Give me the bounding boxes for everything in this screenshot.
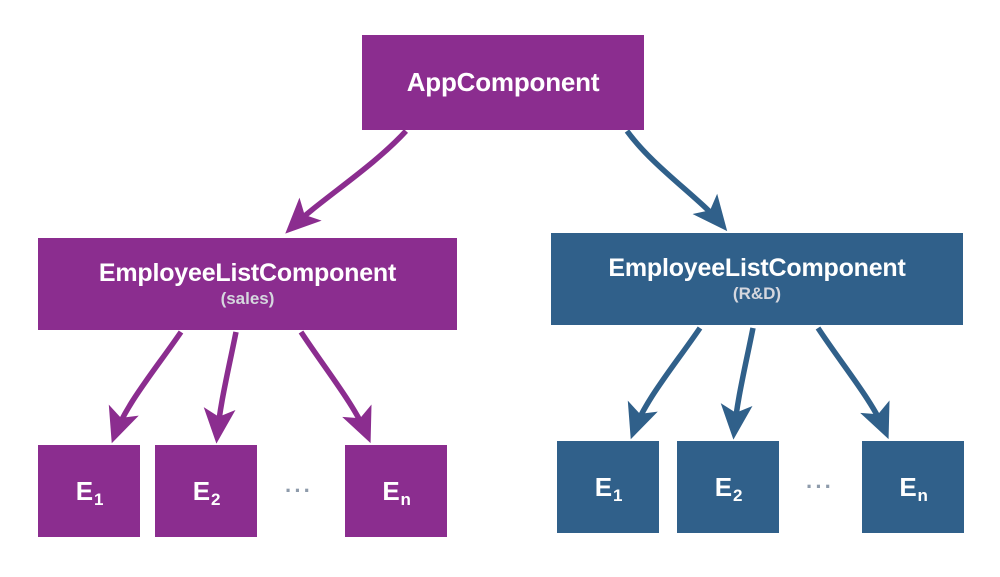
edge-sales-to-e2 bbox=[203, 331, 239, 444]
edge-sales-to-en bbox=[298, 330, 372, 444]
edge-sales-to-e1 bbox=[108, 330, 184, 444]
subscript: n bbox=[400, 489, 411, 509]
node-employee-list-rnd-label: EmployeeListComponent bbox=[608, 253, 906, 282]
subscript: 1 bbox=[612, 485, 623, 505]
subscript: 1 bbox=[93, 489, 104, 509]
edge-rnd-to-e1 bbox=[627, 326, 703, 440]
node-employee-list-rnd[interactable]: EmployeeListComponent (R&D) bbox=[551, 233, 963, 325]
subscript: 2 bbox=[732, 485, 743, 505]
ellipsis-rnd: ··· bbox=[806, 474, 834, 499]
node-app-component-label: AppComponent bbox=[406, 67, 600, 98]
subscript: n bbox=[917, 485, 928, 505]
node-employee-list-sales-label: EmployeeListComponent bbox=[98, 258, 397, 287]
edge-rnd-to-en bbox=[815, 326, 890, 440]
node-app-component[interactable]: AppComponent bbox=[362, 35, 644, 130]
edge-root-to-sales bbox=[285, 129, 409, 234]
subscript: 2 bbox=[210, 489, 221, 509]
ellipsis-sales: ··· bbox=[285, 478, 313, 503]
node-employee-list-rnd-subtitle: (R&D) bbox=[732, 283, 782, 303]
edge-root-to-rnd bbox=[624, 129, 728, 232]
node-employee-list-sales-subtitle: (sales) bbox=[220, 288, 275, 308]
edge-rnd-to-e2 bbox=[720, 327, 756, 440]
node-employee-list-sales[interactable]: EmployeeListComponent (sales) bbox=[38, 238, 457, 330]
